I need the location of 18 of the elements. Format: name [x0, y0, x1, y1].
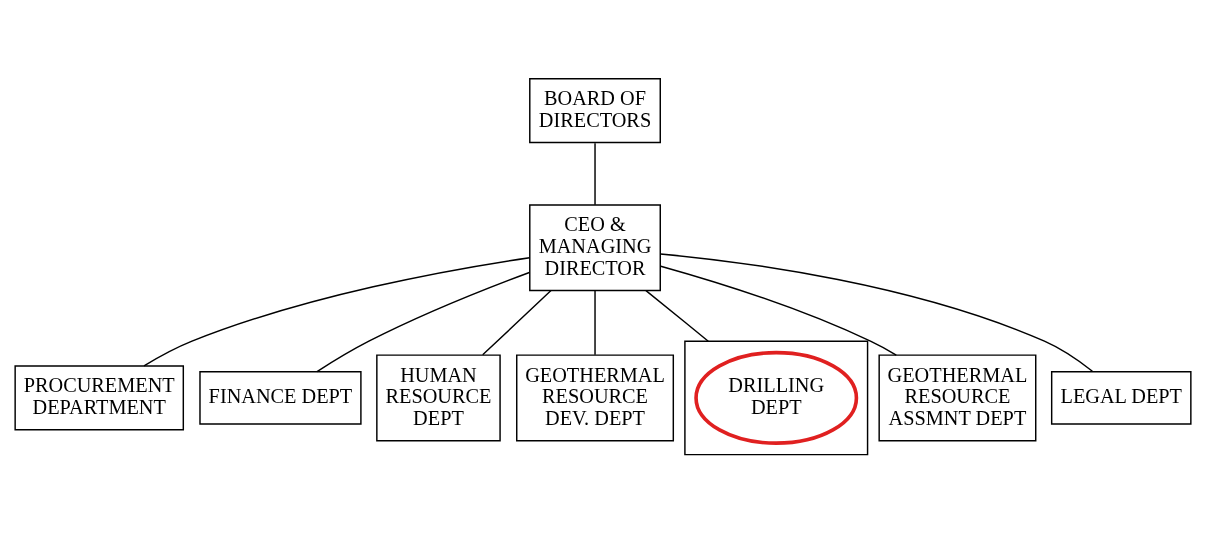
node-box: BOARD OF DIRECTORS — [529, 78, 661, 144]
node-box: HUMAN RESOURCE DEPT — [376, 354, 501, 442]
connector — [645, 289, 709, 342]
connector — [660, 265, 897, 356]
node-box: CEO & MANAGING DIRECTOR — [529, 204, 661, 292]
node-box: LEGAL DEPT — [1050, 371, 1192, 425]
connector — [594, 289, 596, 356]
connector — [316, 271, 531, 373]
connector — [143, 256, 531, 367]
node-box: GEOTHERMAL RESOURCE DEV. DEPT — [516, 354, 675, 442]
node-box: PROCUREMENT DEPARTMENT — [14, 365, 185, 431]
cluster — [684, 340, 869, 456]
connector — [659, 253, 1094, 372]
connector — [481, 289, 552, 356]
connector — [594, 142, 596, 206]
node-box: FINANCE DEPT — [199, 371, 362, 425]
node-box: GEOTHERMAL RESOURCE ASSMNT DEPT — [878, 354, 1037, 442]
node-ellipse: DRILLING DEPT — [694, 350, 859, 445]
